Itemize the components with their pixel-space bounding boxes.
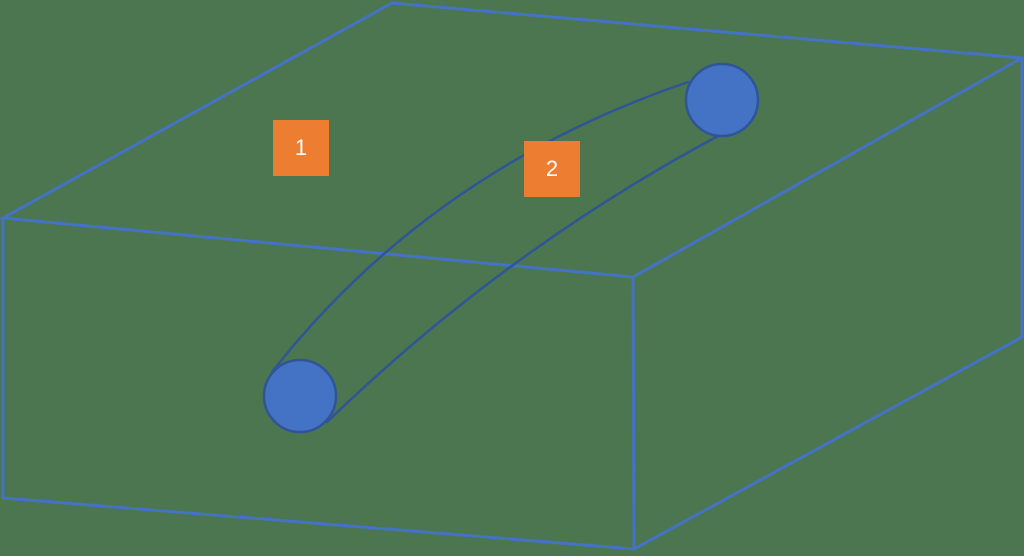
channel-tube (270, 80, 720, 424)
box-front-face-edge (1, 216, 636, 551)
box-top-face-edge (0, 1, 1024, 279)
marker-1-label: 1 (294, 135, 308, 160)
marker-1: 1 (273, 120, 329, 176)
box-right-face-edge (632, 56, 1024, 551)
port-circle-top (684, 62, 760, 138)
tube-upper-curve (270, 80, 690, 374)
tube-lower-curve (325, 134, 720, 424)
marker-2: 2 (524, 141, 580, 197)
marker-2-label: 2 (545, 156, 559, 181)
channel-ports (262, 62, 760, 434)
port-circle-bottom (262, 358, 338, 434)
